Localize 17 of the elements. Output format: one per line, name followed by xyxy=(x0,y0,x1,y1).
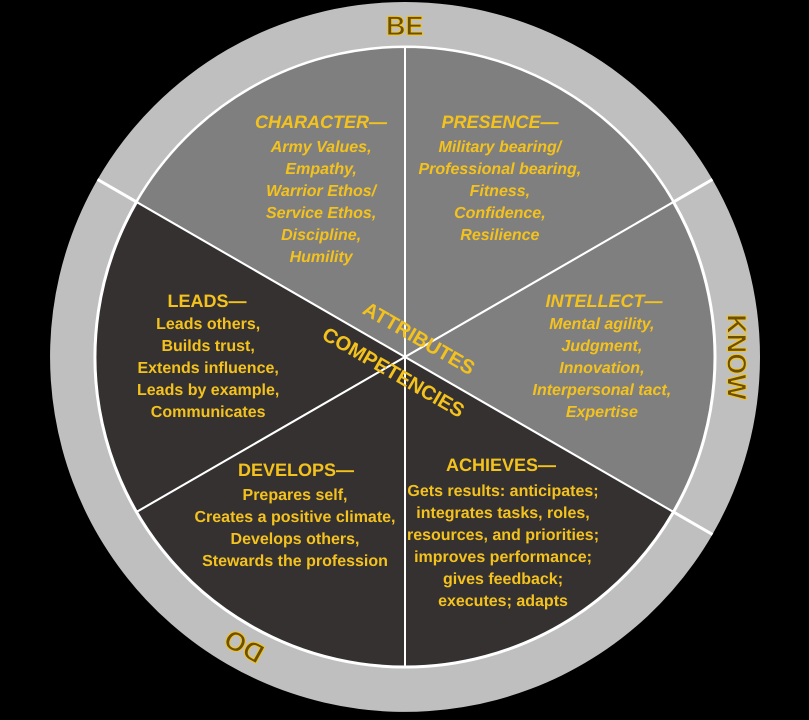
outer-ring-segment xyxy=(673,179,760,535)
category-heading: LEADS— xyxy=(168,290,247,312)
category-description: Army Values, Empathy, Warrior Ethos/ Service Ethos, Discipline, Humility xyxy=(266,138,376,268)
category-description: Gets results: anticipates; integrates tasks, roles, resources, and priorities; improves performance; gives feedback; executes; adapts xyxy=(406,482,600,612)
category-heading: DEVELOPS— xyxy=(238,459,354,481)
category-description: Military bearing/ Professional bearing, Fitness, Confidence, Resilience xyxy=(418,138,582,246)
outer-ring-segment xyxy=(97,2,713,203)
ring-label: BE xyxy=(386,11,424,41)
category-heading: ACHIEVES— xyxy=(446,454,556,476)
ring-label: DO xyxy=(219,624,270,670)
ring-label: KNOW xyxy=(721,314,752,400)
category-description: Leads others, Builds trust, Extends influence, Leads by example, Communicates xyxy=(137,315,280,423)
category-description: Mental agility, Judgment, Innovation, Interpersonal tact, Expertise xyxy=(532,315,672,423)
category-heading: PRESENCE— xyxy=(442,111,559,133)
category-description: Prepares self, Creates a positive climate, Develops others, Stewards the profession xyxy=(194,486,396,572)
category-heading: CHARACTER— xyxy=(255,111,387,133)
category-heading: INTELLECT— xyxy=(546,290,662,312)
